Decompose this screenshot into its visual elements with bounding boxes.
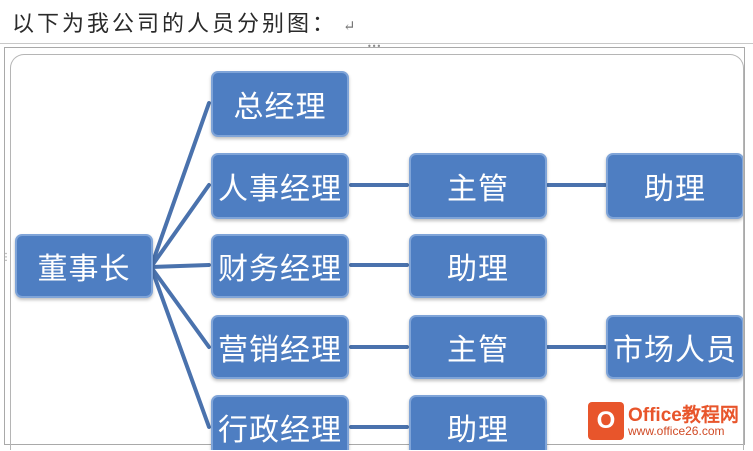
node-general-manager[interactable]: 总经理	[211, 71, 349, 137]
org-chart-connectors	[149, 101, 607, 429]
watermark-url: www.office26.com	[628, 424, 725, 438]
node-admin-manager[interactable]: 行政经理	[211, 395, 349, 450]
connector-root-hr	[149, 183, 211, 269]
connector-root-finance	[149, 263, 211, 269]
node-hr-manager[interactable]: 人事经理	[211, 153, 349, 219]
connector-root-admin	[149, 265, 211, 429]
node-marketing-supervisor[interactable]: 主管	[409, 315, 547, 379]
text-area-divider	[0, 43, 753, 44]
connector-root-marketing	[149, 265, 211, 349]
node-finance-manager[interactable]: 财务经理	[211, 234, 349, 298]
office26-watermark-logo: O Office教程网 www.office26.com	[588, 398, 748, 446]
node-marketing-staff[interactable]: 市场人员	[606, 315, 743, 379]
frame-resize-handle-left[interactable]: ⋮	[1, 252, 11, 263]
node-admin-assistant[interactable]: 助理	[409, 395, 547, 450]
office-logo-icon: O	[588, 402, 624, 440]
node-chairman[interactable]: 董事长	[15, 234, 153, 298]
connector-root-general	[149, 101, 211, 269]
heading-text: 以下为我公司的人员分别图：	[12, 12, 338, 37]
node-marketing-manager[interactable]: 营销经理	[211, 315, 349, 379]
paragraph-mark: ↵	[343, 17, 356, 35]
watermark-title: Office教程网	[628, 405, 739, 426]
document-heading: 以下为我公司的人员分别图： ↵	[12, 6, 356, 38]
node-hr-supervisor[interactable]: 主管	[409, 153, 547, 219]
org-chart-canvas: 董事长 总经理 人事经理 财务经理 营销经理 行政经理 主管 助理 主管 助理 …	[10, 54, 744, 450]
node-hr-supervisor-assistant[interactable]: 助理	[606, 153, 743, 219]
node-finance-assistant[interactable]: 助理	[409, 234, 547, 298]
frame-resize-handle-top[interactable]: •••	[367, 42, 382, 51]
